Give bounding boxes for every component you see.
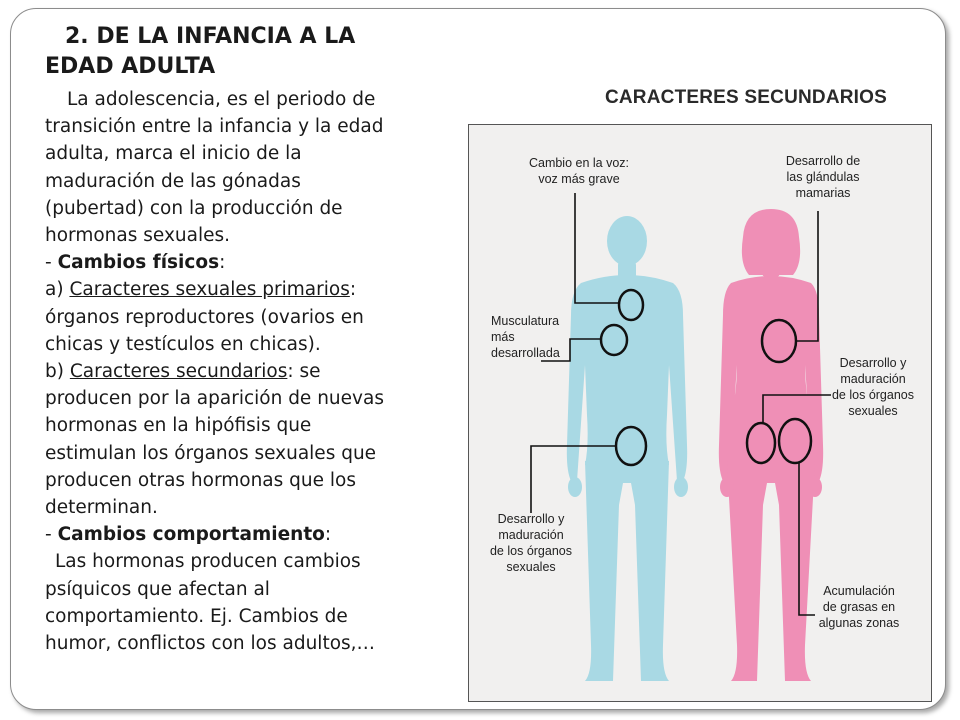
comp-suffix: :: [324, 524, 332, 546]
comportamiento-text: psíquicos que afectan al: [45, 578, 270, 600]
intro-line: transición entre la infancia y la edad: [45, 116, 384, 138]
label-grasas: Acumulación de grasas en algunas zonas: [809, 583, 909, 631]
label-grasas-line: Acumulación: [823, 584, 895, 598]
label-voz-line: Cambio en la voz:: [528, 156, 630, 170]
comportamiento-line: - Cambios comportamiento:: [45, 521, 460, 548]
body-diagram: Cambio en la voz: voz más grave Musculat…: [468, 124, 932, 702]
intro-line: adulta, marca el inicio de la: [45, 143, 302, 165]
label-musculatura-line: más: [491, 330, 515, 344]
label-male-organos-line: Desarrollo y: [497, 512, 565, 526]
b-suffix: : se: [287, 361, 321, 383]
label-grasas-line: de grasas en: [822, 600, 896, 614]
primarios-text: chicas y testículos en chicas).: [45, 333, 321, 355]
a-suffix: :: [349, 279, 357, 301]
intro-line: La adolescencia, es el periodo de: [67, 89, 376, 110]
label-glandulas: Desarrollo de las glándulas mamarias: [775, 153, 871, 201]
primarios-line: a) Caracteres sexuales primarios:: [45, 276, 460, 303]
body-text: La adolescencia, es el periodo de transi…: [45, 86, 460, 657]
label-voz: Cambio en la voz: voz más grave: [513, 155, 645, 187]
text-column: 2. DE LA INFANCIA A LA EDAD ADULTA La ad…: [45, 22, 460, 657]
label-female-organos: Desarrollo y maduración de los órganos s…: [821, 355, 925, 419]
intro-line: (pubertad) con la producción de: [45, 197, 343, 219]
label-musculatura: Musculatura más desarrollada: [491, 313, 571, 361]
label-male-organos-line: maduración: [498, 528, 564, 542]
comportamiento-label: Cambios comportamiento: [57, 524, 325, 546]
leader-line-glandulas: [796, 211, 819, 342]
male-silhouette: [566, 216, 688, 681]
secundarios-line: b) Caracteres secundarios: se: [45, 358, 460, 385]
body-silhouettes: [530, 193, 831, 681]
secundarios-text: hormonas en la hipófisis que: [45, 415, 312, 437]
intro-line: maduración de las gónadas: [45, 170, 301, 192]
comportamiento-text: humor, conflictos con los adultos,…: [45, 633, 376, 655]
secundarios-text: estimulan los órganos sexuales que: [45, 442, 377, 464]
heading-line-1: 2. DE LA INFANCIA A LA: [65, 24, 356, 49]
a-prefix: a): [45, 279, 70, 301]
leader-line-male-organos: [530, 445, 616, 513]
label-male-organos-line: de los órganos: [489, 544, 572, 558]
figure-title: CARACTERES SECUNDARIOS: [604, 87, 888, 108]
secundarios-label: Caracteres secundarios: [69, 361, 288, 383]
label-glandulas-line: las glándulas: [786, 170, 860, 184]
fisicos-suffix: :: [219, 252, 226, 274]
leader-line-musculatura: [541, 338, 601, 362]
comportamiento-text: comportamiento. Ej. Cambios de: [45, 605, 348, 627]
label-male-organos-line: sexuales: [506, 560, 556, 574]
secundarios-text: producen otras hormonas que los: [45, 469, 356, 491]
label-male-organos: Desarrollo y maduración de los órganos s…: [481, 511, 581, 575]
fisicos-line: - Cambios físicos:: [45, 249, 460, 276]
fisicos-label: Cambios físicos: [57, 252, 220, 274]
secundarios-text: determinan.: [45, 497, 158, 519]
label-glandulas-line: Desarrollo de: [785, 154, 861, 168]
label-musculatura-line: desarrollada: [491, 346, 560, 360]
callout-circle-female-organos-1: [745, 421, 777, 465]
leader-line-female-organos: [762, 394, 831, 423]
label-musculatura-line: Musculatura: [491, 314, 560, 328]
callout-circle-female-organos-2: [777, 417, 813, 465]
label-female-organos-line: sexuales: [848, 404, 898, 418]
callout-circle-voz: [617, 288, 645, 322]
label-voz-line: voz más grave: [538, 172, 620, 186]
secundarios-text: producen por la aparición de nuevas: [45, 388, 384, 410]
primarios-text: órganos reproductores (ovarios en: [45, 306, 364, 328]
female-silhouette: [718, 209, 824, 681]
primarios-label: Caracteres sexuales primarios: [69, 279, 350, 301]
intro-line: hormonas sexuales.: [45, 225, 230, 247]
leader-line-grasas: [798, 463, 815, 616]
label-female-organos-line: de los órganos: [831, 388, 914, 402]
label-grasas-line: algunas zonas: [818, 616, 900, 630]
b-prefix: b): [45, 361, 70, 383]
leader-line-voz: [574, 193, 619, 304]
fisicos-prefix: -: [45, 252, 58, 274]
label-female-organos-line: Desarrollo y: [839, 356, 907, 370]
section-heading: 2. DE LA INFANCIA A LA EDAD ADULTA: [45, 22, 460, 82]
comportamiento-text: Las hormonas producen cambios: [55, 551, 361, 573]
label-female-organos-line: maduración: [840, 372, 906, 386]
comp-prefix: -: [45, 524, 58, 546]
label-glandulas-line: mamarias: [795, 186, 851, 200]
callout-circle-musculatura: [599, 323, 629, 357]
heading-line-2: EDAD ADULTA: [45, 54, 216, 79]
